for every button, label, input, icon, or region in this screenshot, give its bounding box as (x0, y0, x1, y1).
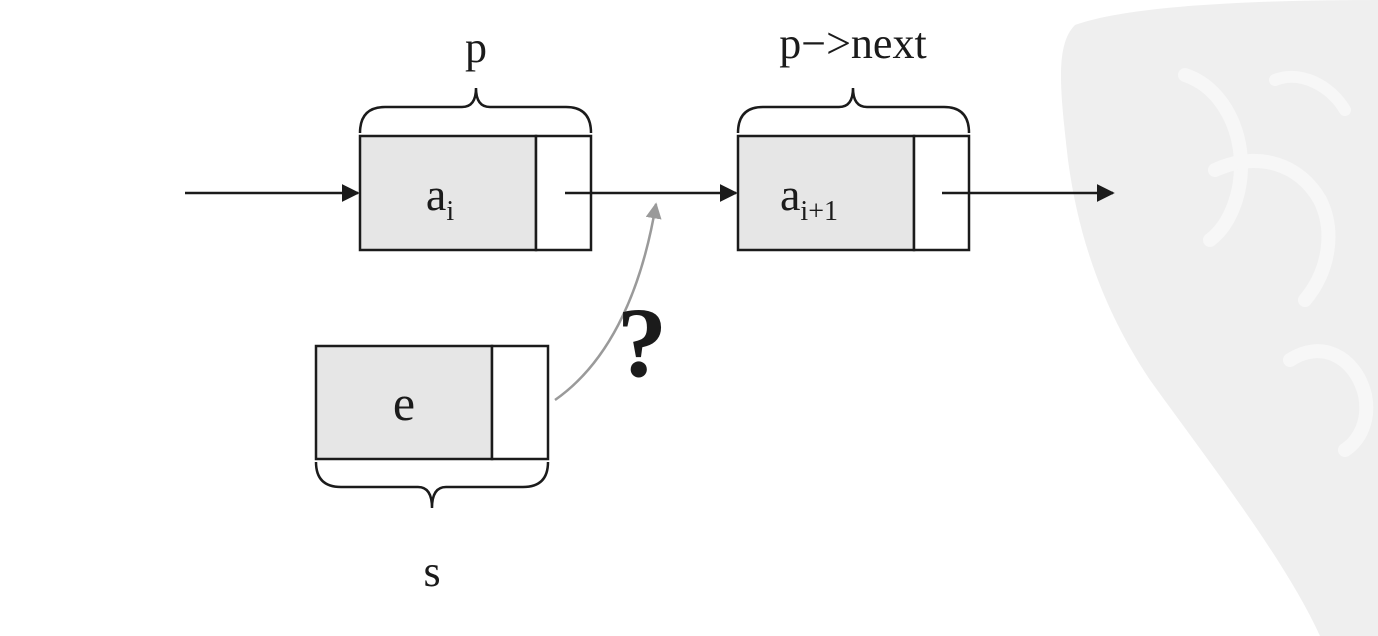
node-ai: ai (358, 134, 593, 252)
node-ai1-label: ai+1 (780, 169, 838, 227)
label-p-next: p−>next (779, 19, 926, 68)
node-e-pointer-field (490, 344, 550, 461)
node-ai1-data-field (736, 134, 916, 252)
brace-p-next (736, 87, 971, 134)
question-mark: ? (617, 287, 667, 398)
brace-p (358, 87, 593, 134)
node-e-label: e (393, 375, 415, 431)
node-ai1-subscript: i+1 (800, 196, 838, 227)
node-ai-base: a (426, 169, 446, 220)
node-ai1-base: a (780, 169, 800, 220)
node-ai-data-field (358, 134, 538, 252)
node-ai-subscript: i (446, 196, 454, 227)
tentative-link-arrow (554, 202, 662, 402)
label-p: p (465, 23, 487, 72)
node-e: e (314, 344, 550, 461)
brace-s (314, 461, 550, 509)
node-ai-label: ai (426, 169, 454, 227)
watermark-seal (1060, 0, 1378, 636)
node-ai1: ai+1 (736, 134, 971, 252)
label-s: s (423, 547, 440, 596)
